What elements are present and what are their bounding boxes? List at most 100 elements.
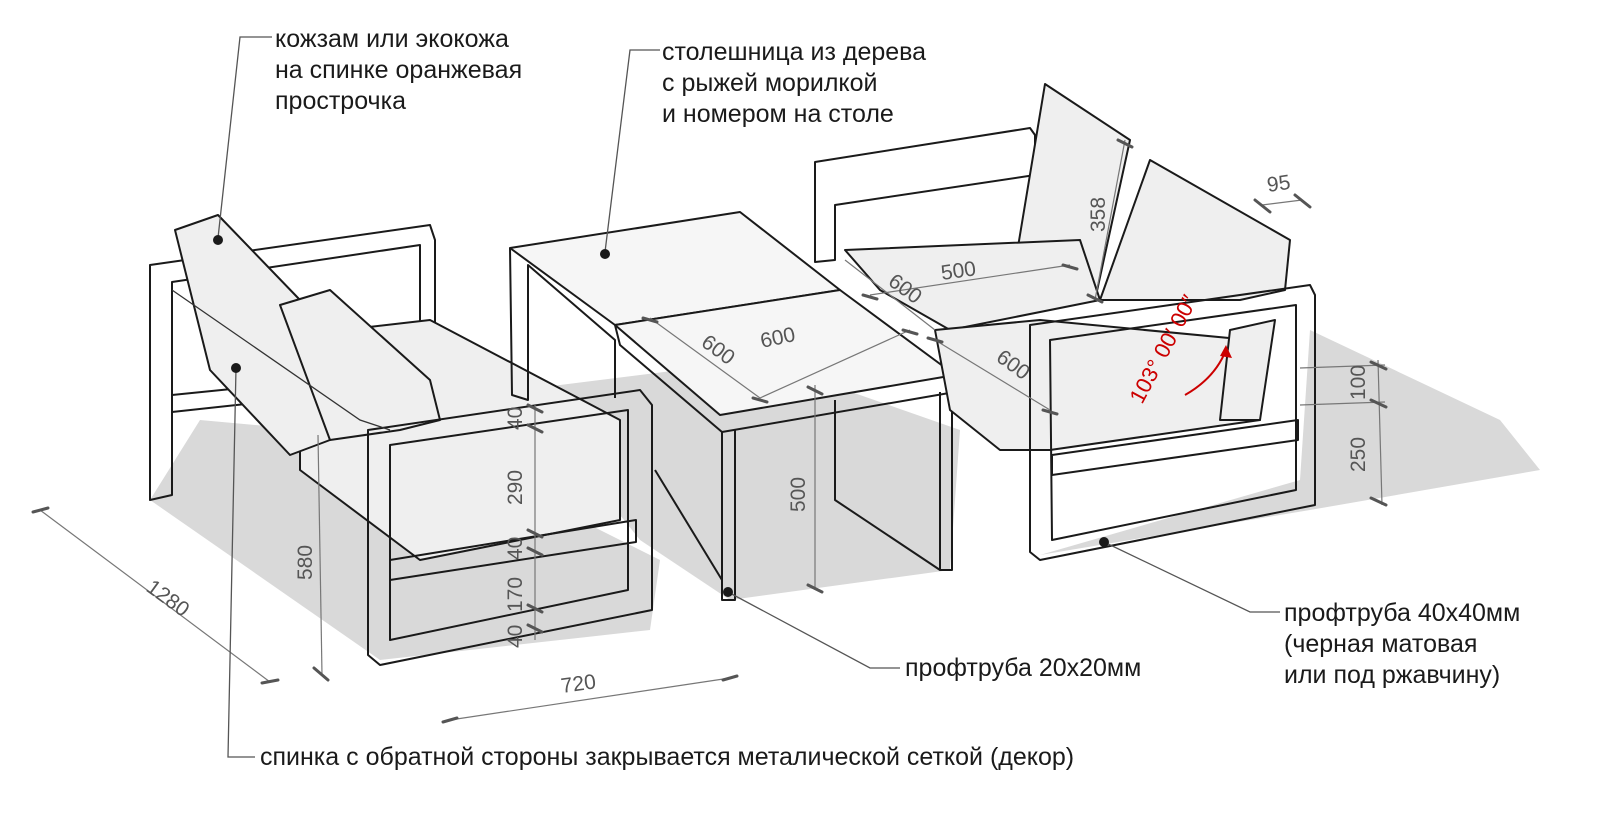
note-upholstery-line-1: кожзам или экокожа [275,25,509,53]
tick [1369,360,1388,371]
dimline-720 [449,677,731,721]
tick [1116,138,1134,149]
tick [526,623,544,634]
dim-40-top: 40 [504,407,527,430]
tick [751,396,769,404]
tick [1293,193,1312,209]
dim-290: 290 [504,470,527,505]
note-tabletop-line-3: и номером на столе [662,100,894,128]
tick [1061,263,1079,271]
right-sofa-seat-back [844,239,1101,331]
leader-table-tube [727,591,900,669]
tick [526,423,544,434]
left-sofa [149,214,653,666]
tick [260,678,280,685]
dot-upholstery [213,235,223,245]
note-frame-tube: профтруба 40х40мм (черная матовая или по… [1284,598,1520,691]
dot-tabletop [600,249,610,259]
dim-720: 720 [559,670,597,698]
right-sofa-seat-front [934,319,1261,451]
note-tabletop: столешница из дерева с рыжей морилкой и … [662,37,926,130]
tick [526,546,544,557]
table-side-frame [834,400,941,571]
leader-lines [217,36,1280,758]
dim-250: 250 [1347,437,1370,472]
tick [641,316,659,324]
dimline-500-seat [869,264,1071,296]
dimension-lines [39,139,1386,721]
tick [1369,496,1388,507]
right-sofa-back-cushion-2 [1099,159,1291,301]
tick [901,328,919,336]
tick [31,506,50,514]
table-front-leg-right [939,392,953,571]
note-table-tube: профтруба 20х20мм [905,654,1142,682]
dot-frame-tube [1099,537,1109,547]
tick [312,666,330,682]
note-tabletop-line-1: столешница из дерева [662,38,927,66]
tick [1369,398,1388,409]
dim-40-bottom: 40 [504,625,527,648]
right-sofa [814,83,1316,561]
dim-500-height: 500 [787,477,810,512]
dimline-right-100-ext [1299,364,1386,369]
shadow-right-sofa [1040,330,1540,555]
dimline-600-seat-2 [934,339,1051,411]
note-upholstery: кожзам или экокожа на спинке оранжевая п… [275,24,522,117]
right-sofa-side-cushion [1219,319,1276,421]
note-upholstery-line-2: на спинке оранжевая [275,56,523,84]
right-sofa-front-rail [1051,419,1299,476]
note-upholstery-line-3: прострочка [275,87,406,115]
tick [806,385,824,396]
dimline-600-table [649,317,761,399]
dot-table-tube [723,587,733,597]
left-sofa-back-rail [171,289,391,431]
table-lower-stretcher [654,469,723,581]
tick [441,716,459,724]
dim-358: 358 [1087,197,1110,232]
tick [526,403,544,414]
angle-arrow [1220,345,1232,358]
leader-frame-tube [1103,541,1280,613]
leader-dots [213,235,1109,597]
tick [861,293,879,301]
dim-95: 95 [1265,171,1291,197]
tick [721,674,739,682]
leader-upholstery [217,36,272,239]
left-sofa-front-rail [389,519,637,581]
left-sofa-front-arm-frame [367,389,653,666]
leader-back-mesh [227,367,255,758]
dimline-1280 [39,509,271,683]
tick [926,336,944,344]
table-front-leg-left [721,430,736,601]
table-back-legs [509,247,616,401]
dimline-right-250-ext [1299,401,1386,406]
note-frame-tube-line-2: (черная матовая [1284,630,1478,658]
note-tabletop-line-2: с рыжей морилкой [662,69,878,97]
dot-back-mesh [231,363,241,373]
dim-170: 170 [504,577,527,612]
tick [526,603,544,614]
right-sofa-back-arm-frame [814,127,1036,263]
dim-580: 580 [294,545,317,580]
right-sofa-front-arm-frame [1029,284,1316,561]
tick [1041,408,1059,416]
dim-500-seat-width: 500 [939,257,977,285]
note-frame-tube-line-1: профтруба 40х40мм [1284,599,1521,627]
tick [1086,293,1104,304]
dimline-580 [317,434,323,676]
dim-100: 100 [1347,365,1370,400]
dim-1280: 1280 [142,575,193,621]
dimension-ticks [31,138,1388,724]
shadow-table [520,360,960,600]
leader-tabletop [604,49,660,253]
tick [1253,198,1272,214]
dim-40-mid: 40 [504,537,527,560]
note-frame-tube-line-3: или под ржавчину) [1284,661,1501,689]
dimline-600-seat-1 [844,259,936,331]
dimline-95 [1261,199,1303,206]
tick [526,528,544,539]
note-back-mesh: спинка с обратной стороны закрывается ме… [260,743,1075,771]
dimline-600-table-2 [759,329,911,399]
